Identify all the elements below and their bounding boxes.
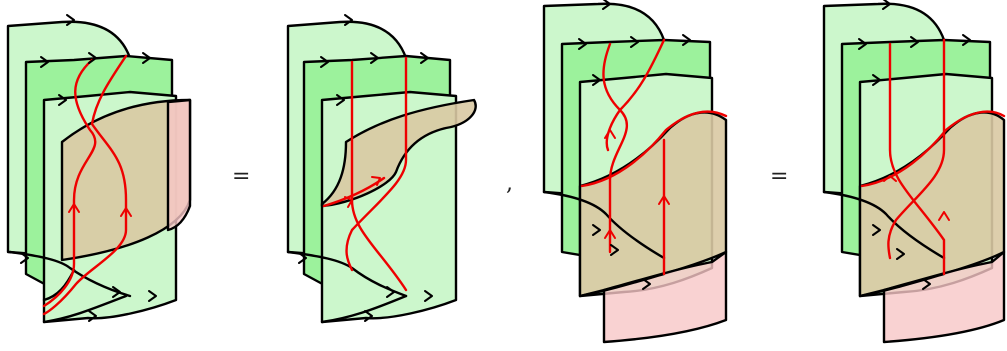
arrow-marker (142, 52, 151, 64)
arrow-marker (420, 52, 429, 64)
arrow-marker-red (68, 203, 80, 213)
arrow-marker (922, 278, 931, 290)
defect-line (605, 38, 666, 152)
arrow-marker (336, 94, 345, 106)
arrow-marker (424, 290, 433, 302)
arrow-marker (66, 14, 75, 26)
defect-line (42, 54, 128, 316)
arrow-marker (602, 0, 611, 10)
arrow-marker (148, 290, 157, 302)
arrow-marker-red (938, 211, 950, 221)
arrow-marker (88, 52, 97, 64)
seam-edge (822, 190, 946, 260)
defect-line (42, 58, 97, 308)
arrow-marker (88, 310, 97, 322)
seam-edge (320, 294, 408, 324)
arrow-marker-red (371, 176, 381, 186)
seam-edge (42, 294, 128, 324)
arrow-marker (896, 248, 905, 260)
arrow-marker (344, 14, 353, 26)
equals-sign: = (232, 164, 250, 189)
seam-edge (578, 272, 666, 298)
arrow-marker (20, 252, 29, 264)
defect-line (345, 56, 408, 272)
seam-edge (8, 250, 132, 298)
foam-region-brown (320, 98, 477, 208)
arrow-marker (578, 38, 587, 50)
comma-separator: , (506, 171, 513, 196)
arrow-marker (910, 36, 919, 48)
arrow-marker (882, 0, 891, 10)
arrow-marker (364, 310, 373, 322)
defect-line (350, 60, 408, 292)
arrow-marker (592, 74, 601, 86)
arrow-marker (58, 94, 67, 106)
arrow-marker (642, 278, 651, 290)
defect-line (887, 38, 946, 260)
arrow-marker-red (604, 229, 616, 239)
arrow-marker-red (658, 195, 670, 205)
panel-4 (822, 0, 1006, 344)
arrow-marker-red (604, 129, 616, 139)
arrow-marker (962, 34, 971, 46)
arrow-marker (610, 244, 619, 256)
arrow-marker (386, 286, 395, 298)
arrow-marker (872, 224, 881, 236)
arrow-marker (112, 286, 121, 298)
seam-edge (542, 190, 666, 260)
arrow-marker-red (344, 196, 353, 208)
arrow-marker (630, 36, 639, 48)
arrow-marker (592, 224, 601, 236)
equals-sign: = (770, 164, 788, 189)
defect-line (580, 110, 728, 188)
panel-2 (286, 14, 477, 324)
arrow-marker (858, 38, 867, 50)
arrow-marker (682, 34, 691, 46)
panel-3 (542, 0, 728, 344)
arrow-marker-red (120, 207, 132, 217)
seam-edge (858, 272, 946, 298)
panel-1 (6, 14, 192, 324)
foam-region-pink (166, 98, 192, 232)
arrow-marker (298, 252, 307, 264)
arrow-marker (370, 52, 379, 64)
arrow-marker (320, 56, 329, 68)
arrow-marker-red (883, 175, 897, 182)
arrow-marker (40, 56, 49, 68)
defect-line (888, 42, 946, 276)
arrow-marker (872, 74, 881, 86)
